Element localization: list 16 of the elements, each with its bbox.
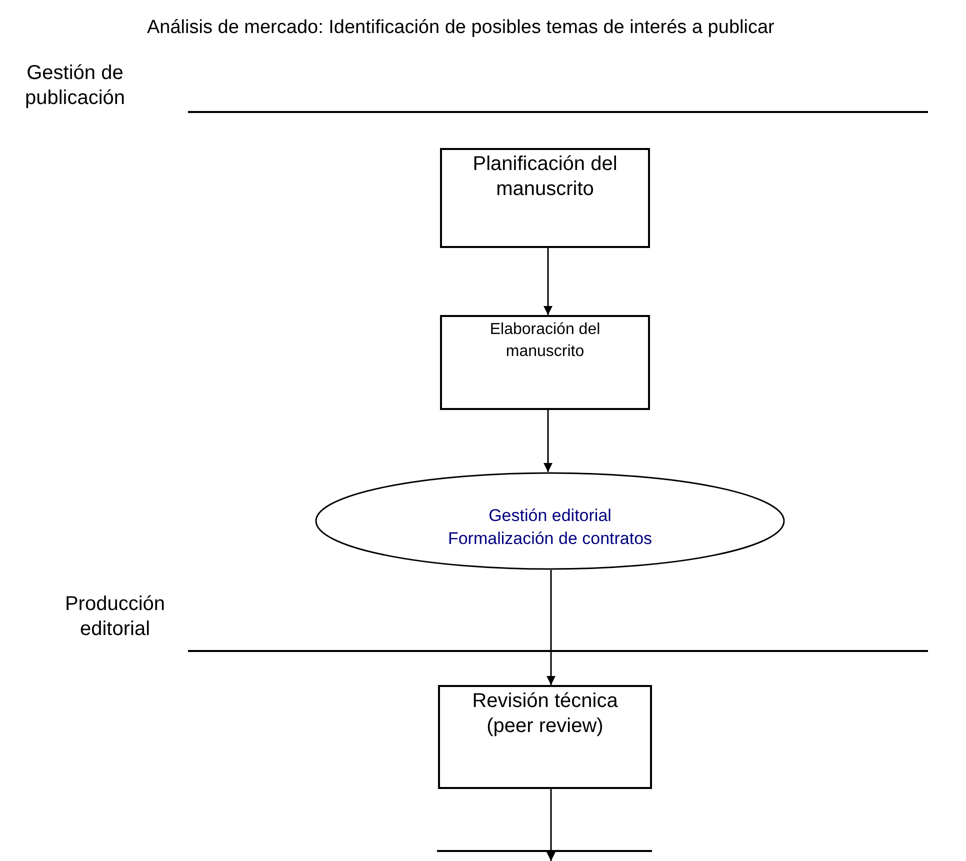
lane-label: Gestión de publicación xyxy=(24,61,126,111)
node-text: Revisión técnica (peer review) xyxy=(471,689,619,739)
node-text: Planificación del manuscrito xyxy=(472,152,618,202)
arrow xyxy=(546,570,556,685)
process-box xyxy=(440,315,650,410)
process-ellipse xyxy=(315,472,785,570)
diagram-title: Análisis de mercado: Identificación de posibles temas de interés a publicar xyxy=(147,17,774,39)
process-box xyxy=(438,685,652,789)
node-text: Elaboración del manuscrito xyxy=(488,320,602,362)
process-box xyxy=(440,148,650,248)
lane-label: Producción editorial xyxy=(64,592,166,642)
node-text: Gestión editorial xyxy=(488,505,612,527)
node-text: Formalización de contratos xyxy=(448,528,652,550)
arrow xyxy=(546,789,556,861)
arrow xyxy=(544,248,552,315)
arrow xyxy=(544,410,552,472)
